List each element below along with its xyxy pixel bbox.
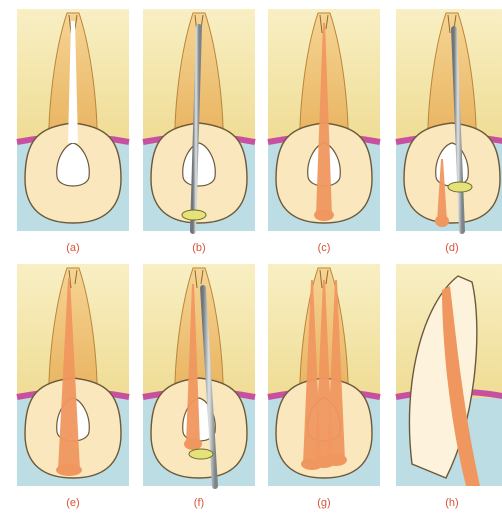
panel-label: (c) (318, 242, 331, 254)
rubber-stop (189, 449, 213, 459)
rubber-stop (182, 210, 206, 220)
cone-butt (184, 438, 202, 450)
panel-label: (d) (445, 242, 458, 254)
cone-butt (435, 215, 449, 227)
diagram-panel: (e) (17, 264, 129, 509)
cone-butt (56, 464, 82, 476)
rubber-stop (448, 182, 472, 192)
cone-butt (325, 454, 347, 466)
panel-label: (a) (66, 242, 79, 254)
panel-label: (f) (194, 497, 204, 509)
diagram-panel: (b) (143, 9, 255, 254)
diagram-panel: (h) (396, 264, 502, 509)
diagram-panel: (a) (17, 9, 129, 254)
panel-label: (e) (66, 497, 79, 509)
panel-label: (g) (317, 497, 330, 509)
panel-label: (h) (445, 497, 458, 509)
panel-label: (b) (192, 242, 205, 254)
diagram-panel: (d) (396, 9, 502, 254)
diagram-panel: (c) (268, 9, 380, 254)
cone-butt (314, 209, 334, 221)
diagram-panel: (f) (143, 264, 255, 509)
diagram-panel: (g) (268, 264, 380, 509)
